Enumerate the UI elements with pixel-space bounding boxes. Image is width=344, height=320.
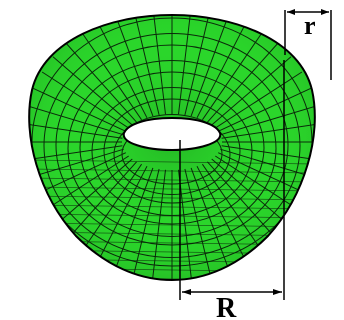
mesh-meridian xyxy=(65,161,137,242)
mesh-meridian xyxy=(217,87,311,132)
mesh-meridian xyxy=(132,15,160,116)
mesh-meridian xyxy=(190,167,230,272)
mesh-meridian xyxy=(215,71,303,129)
mesh-meridian xyxy=(178,15,193,115)
minor-radius-dimension: r xyxy=(284,9,332,80)
mesh-meridian xyxy=(65,42,137,123)
mesh-meridian xyxy=(29,145,123,161)
mesh-band xyxy=(29,213,315,219)
major-radius-label: R xyxy=(216,293,237,320)
mesh-meridian xyxy=(221,123,315,139)
mesh-band xyxy=(29,204,315,210)
mesh-meridian xyxy=(196,20,248,119)
mesh-band xyxy=(29,159,315,165)
mesh-band xyxy=(29,177,315,183)
mesh-meridian xyxy=(201,30,264,121)
mesh-meridian xyxy=(221,145,315,161)
mesh-meridian xyxy=(29,123,123,139)
mesh-meridian xyxy=(196,165,248,264)
mesh-meridian xyxy=(29,105,124,136)
mesh-meridian xyxy=(201,163,264,254)
mesh-meridian xyxy=(96,20,148,119)
mesh-meridian xyxy=(215,155,303,213)
mesh-meridian xyxy=(207,161,279,242)
mesh-meridian xyxy=(190,15,230,117)
mesh-band xyxy=(29,168,315,174)
mesh-meridian xyxy=(29,148,124,179)
major-radius-dimension: R xyxy=(179,60,285,320)
mesh-meridian xyxy=(52,56,133,126)
mesh-meridian xyxy=(220,105,315,136)
mesh-meridian xyxy=(41,155,129,213)
mesh-meridian xyxy=(41,71,129,129)
mesh-meridian xyxy=(151,15,166,115)
mesh-meridian xyxy=(184,168,212,278)
mesh-meridian xyxy=(132,168,160,278)
mesh-band xyxy=(29,195,315,201)
mesh-meridian xyxy=(96,165,148,264)
mesh-meridian xyxy=(80,163,143,254)
torus-outer-outline xyxy=(28,13,316,282)
mesh-band xyxy=(29,186,315,192)
mesh-meridian xyxy=(217,152,311,197)
mesh-meridian xyxy=(33,87,127,132)
torus-mesh xyxy=(29,15,315,280)
mesh-meridian xyxy=(114,167,154,272)
torus-hole-outline xyxy=(122,116,222,152)
mesh-meridian xyxy=(33,152,127,197)
mesh-meridian xyxy=(211,158,292,228)
mesh-meridian xyxy=(114,15,154,117)
mesh-meridian xyxy=(151,169,166,280)
mesh-meridian xyxy=(207,42,279,123)
minor-radius-label: r xyxy=(304,11,316,40)
mesh-meridian xyxy=(211,56,292,126)
mesh-band xyxy=(29,222,315,228)
mesh-meridian xyxy=(80,30,143,121)
mesh-meridian xyxy=(184,15,212,116)
